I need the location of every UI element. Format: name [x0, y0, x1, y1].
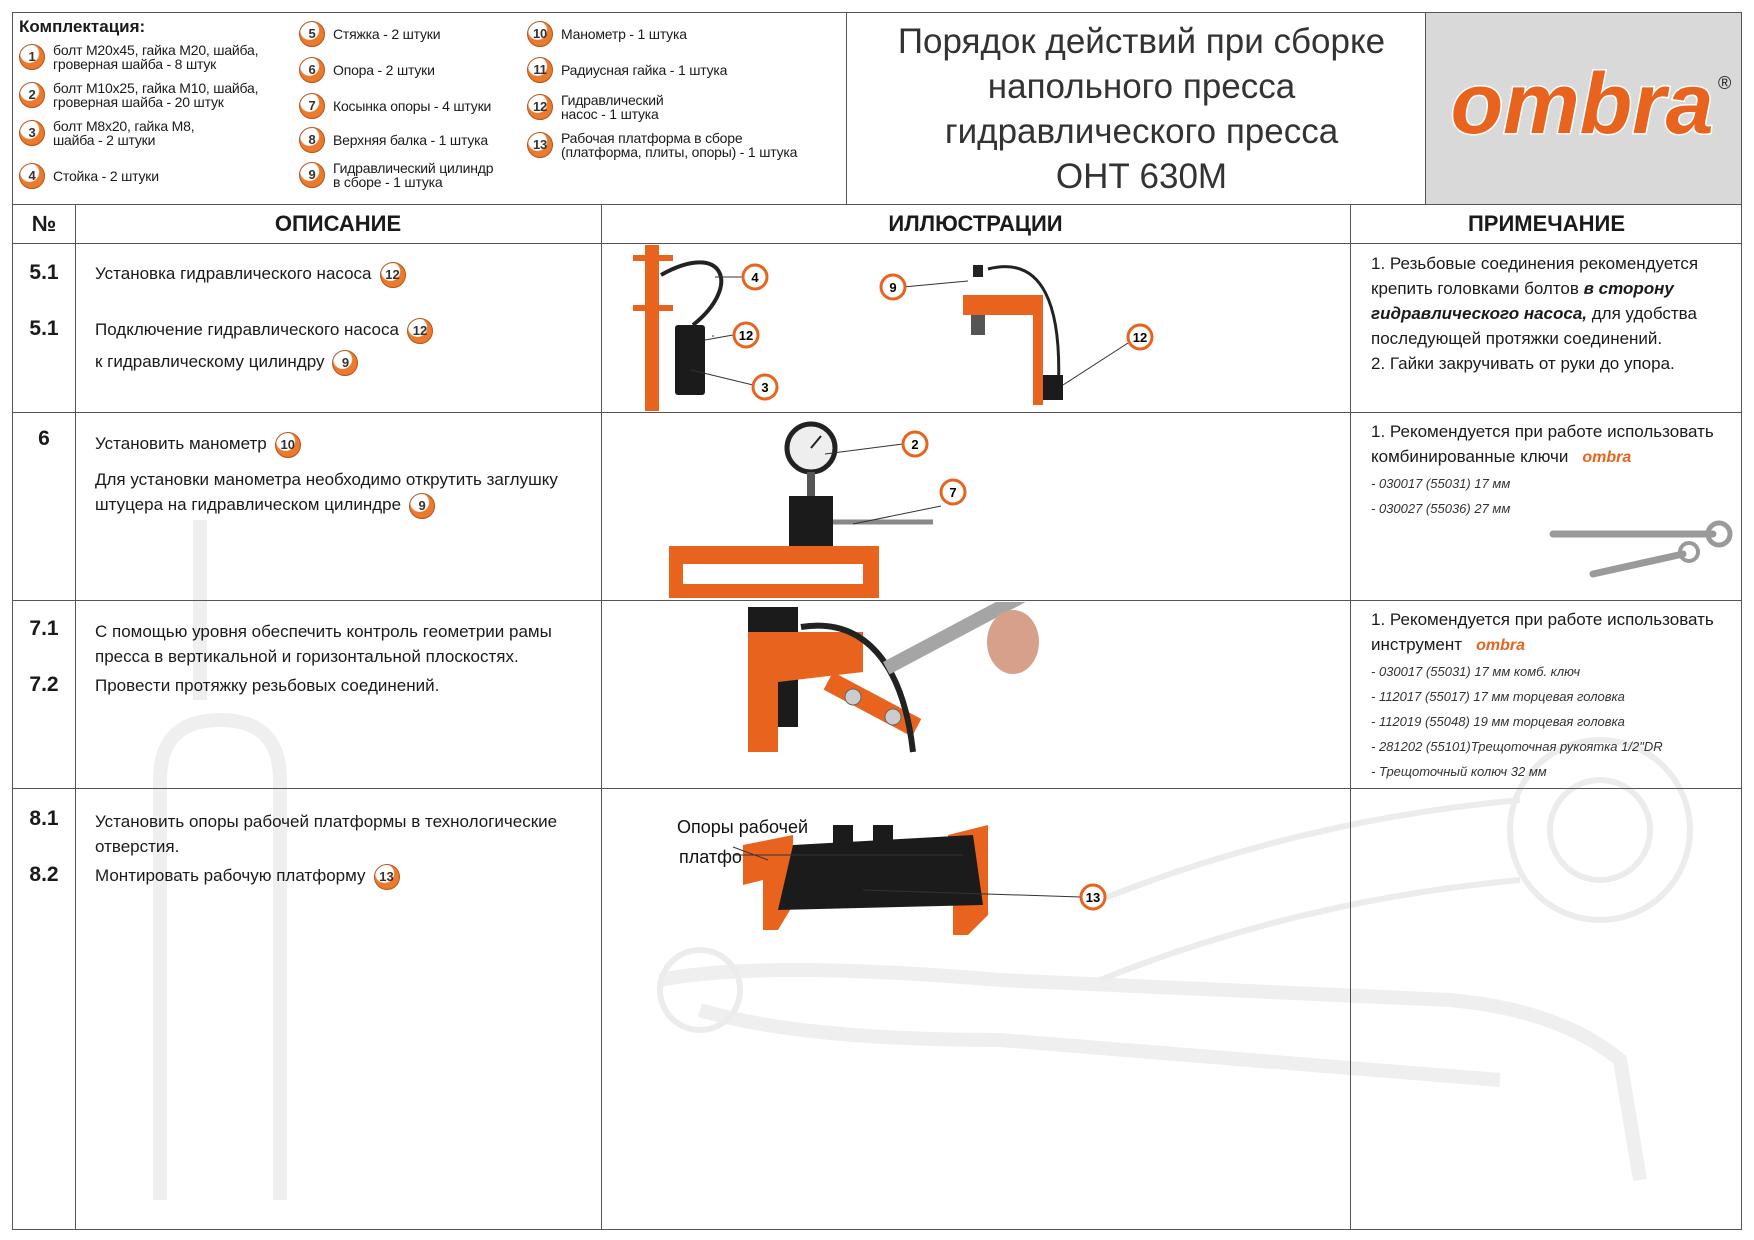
callout-badges: 13 — [1079, 883, 1107, 911]
step-note: 1. Рекомендуется при работе использовать… — [1371, 419, 1714, 470]
badge-7: 7 — [299, 93, 325, 119]
note-item: - Трещоточный колюч 32 мм — [1371, 764, 1547, 779]
step-number: 5.1 — [29, 317, 59, 340]
badge-1: 1 — [19, 44, 45, 70]
ref-badge: 9 — [332, 349, 359, 376]
hydraulic-hose — [660, 260, 724, 327]
ref-badge: 12 — [406, 317, 433, 344]
illustration-caption: Опоры рабочей — [677, 817, 809, 837]
illustration-pump-install: 4 12 3 9 12 — [633, 245, 1154, 411]
note-item: - 112019 (55048) 19 мм торцевая головка — [1371, 714, 1625, 729]
ref-badge: 13 — [373, 863, 400, 890]
svg-text:7: 7 — [949, 485, 956, 500]
note-item: - 112017 (55017) 17 мм торцевая головка — [1371, 689, 1625, 704]
step-description: С помощью уровня обеспечить контроль гео… — [95, 622, 552, 666]
logo-registered-mark: ® — [1718, 73, 1731, 93]
brand-inline: ombra — [1582, 449, 1632, 466]
badge-13: 13 — [527, 132, 553, 158]
brand-logo: ombra ® — [1425, 13, 1741, 204]
document-title: Порядок действий при сборке напольного п… — [846, 13, 1436, 204]
hydraulic-cylinder — [789, 496, 833, 546]
illustration-platform-mount: 13 — [732, 825, 1107, 935]
step-description: Установить опоры рабочей платформы в тех… — [95, 812, 558, 856]
assembly-table: № ОПИСАНИЕ ИЛЛЮСТРАЦИИ ПРИМЕЧАНИЕ 5.1 5.… — [12, 205, 1742, 1230]
badge-8: 8 — [299, 127, 325, 153]
ref-badge: 10 — [274, 431, 301, 458]
hydraulic-pump — [675, 325, 705, 395]
svg-text:13: 13 — [1086, 890, 1100, 905]
badge-2: 2 — [19, 82, 45, 108]
note-item: - 030027 (55036) 27 мм — [1371, 501, 1511, 516]
col-header-illustrations: ИЛЛЮСТРАЦИИ — [888, 211, 1063, 236]
press-frame-post — [645, 245, 659, 411]
badge-5: 5 — [299, 21, 325, 47]
step-number: 8.1 — [29, 807, 59, 830]
kit-title: Комплектация: — [19, 17, 146, 36]
step-description: Провести протяжку резьбовых соединений. — [95, 676, 440, 695]
illustration-bolt-tightening — [748, 602, 1039, 753]
step-number: 7.1 — [29, 617, 59, 640]
badge-4: 4 — [19, 163, 45, 189]
svg-text:2: 2 — [911, 437, 918, 452]
badge-6: 6 — [299, 57, 325, 83]
col-header-description: ОПИСАНИЕ — [274, 211, 402, 236]
step-number: 8.2 — [29, 863, 59, 886]
step-number: 5.1 — [29, 261, 59, 284]
step-number: 7.2 — [29, 673, 59, 696]
note-item: - 030017 (55031) 17 мм — [1371, 476, 1511, 491]
badge-3: 3 — [19, 120, 45, 146]
illustration-gauge-install: 2 7 — [669, 421, 967, 598]
callout-badges: 4 12 3 9 12 — [732, 263, 1154, 401]
badge-12: 12 — [527, 94, 553, 120]
step-number: 6 — [38, 427, 50, 450]
ref-badge: 12 — [379, 261, 406, 288]
svg-text:12: 12 — [739, 328, 753, 343]
hand — [987, 610, 1039, 674]
step-note: 1. Рекомендуется при работе использовать… — [1371, 607, 1714, 658]
note-item: - 281202 (55101)Трещоточная рукоятка 1/2… — [1371, 739, 1663, 754]
col-header-note: ПРИМЕЧАНИЕ — [1467, 211, 1626, 236]
step-description: Для установки манометра необходимо откру… — [95, 467, 558, 519]
brand-inline: ombra — [1476, 637, 1525, 654]
svg-text:12: 12 — [1133, 330, 1147, 345]
col-header-number: № — [31, 211, 57, 236]
work-platform — [778, 835, 983, 910]
logo-wordmark: ombra — [1451, 56, 1714, 152]
badge-11: 11 — [527, 57, 553, 83]
note-item: - 030017 (55031) 17 мм комб. ключ — [1371, 664, 1581, 679]
badge-10: 10 — [527, 21, 553, 47]
step-note: 1. Резьбовые соединения рекомендуется кр… — [1371, 254, 1699, 373]
badge-9: 9 — [299, 162, 325, 188]
svg-text:9: 9 — [889, 280, 896, 295]
callout-badges: 2 7 — [901, 430, 967, 506]
wrench — [883, 602, 1031, 675]
press-top-beam — [963, 295, 1043, 315]
svg-text:4: 4 — [751, 270, 759, 285]
combination-wrench-icon — [1549, 520, 1733, 578]
ombra-logo-icon: ombra ® — [1449, 55, 1731, 154]
ref-badge: 9 — [409, 492, 436, 519]
svg-text:3: 3 — [761, 380, 768, 395]
